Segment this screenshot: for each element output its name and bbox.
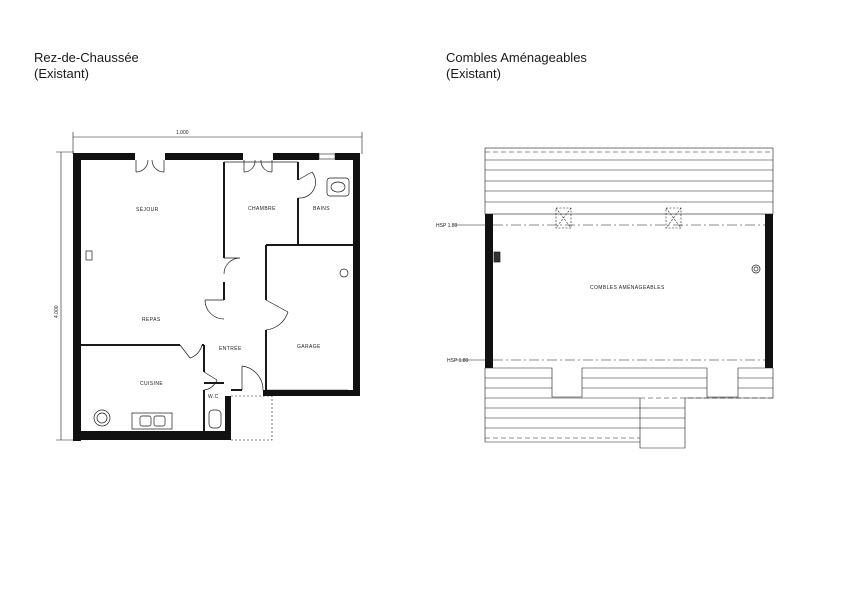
skylights	[555, 207, 682, 229]
left-plan-title: Rez-de-Chaussée	[34, 50, 139, 65]
room-label-sejour: SÉJOUR	[136, 206, 159, 213]
windows	[318, 153, 336, 160]
room-label-garage: GARAGE	[297, 344, 321, 350]
ground-floor-plan	[56, 132, 363, 441]
height-lines	[493, 224, 765, 361]
dimension-lines	[56, 132, 363, 441]
attic-plan	[455, 147, 774, 449]
dimension-height-label: 4.000	[54, 305, 60, 318]
attic-fixtures	[493, 251, 761, 274]
height-leaders	[455, 224, 493, 361]
room-label-chambre: CHAMBRE	[248, 206, 276, 212]
room-label-entree: ENTRÉE	[219, 345, 242, 352]
entry-steps	[231, 395, 273, 441]
fixtures	[85, 177, 350, 430]
right-plan-title: Combles Aménageables	[446, 50, 587, 65]
exterior-walls	[73, 153, 360, 441]
right-plan-subtitle: (Existant)	[446, 66, 501, 81]
left-plan-subtitle: (Existant)	[34, 66, 89, 81]
door-swings	[135, 159, 348, 391]
room-label-repas: REPAS	[142, 317, 161, 323]
hsp-top-label: HSP 1.80	[436, 223, 458, 229]
roof-planking-top	[484, 147, 774, 215]
hsp-bottom-label: HSP 1.80	[447, 358, 469, 364]
room-label-bains: BAINS	[313, 206, 330, 212]
dimension-width-label: 1.000	[176, 130, 189, 136]
room-label-combles: COMBLES AMÉNAGEABLES	[590, 284, 665, 291]
attic-walls	[485, 214, 773, 368]
roof-planking-bottom	[484, 367, 774, 449]
room-label-wc: W.C	[208, 394, 219, 400]
room-label-cuisine: CUISINE	[140, 381, 163, 387]
